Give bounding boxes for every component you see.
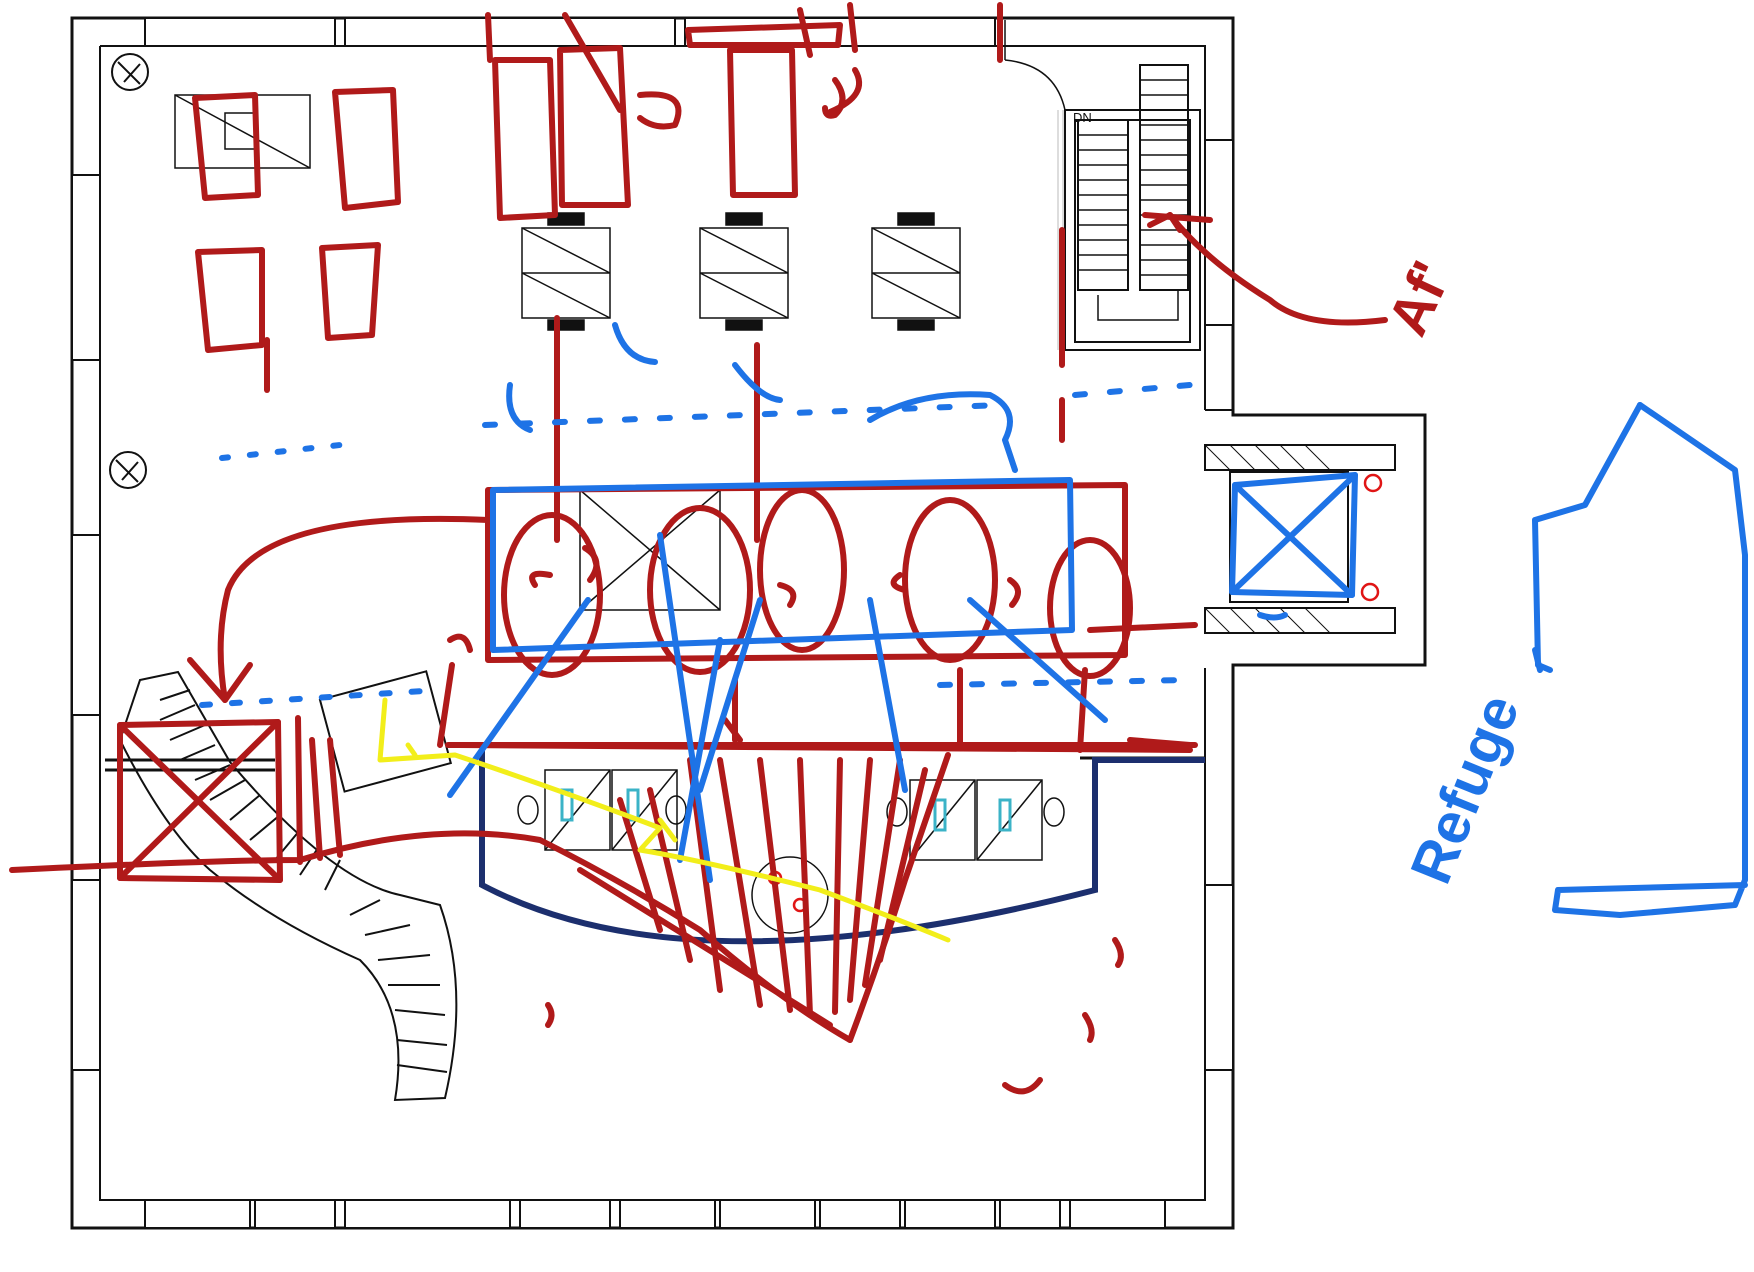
smoke-detector-icon	[111, 53, 149, 91]
workstation-desk-icon	[871, 212, 961, 331]
blue-markup	[199, 322, 1748, 918]
yellow-markup	[377, 697, 951, 943]
stair-handwritten-note: Af'	[1375, 252, 1463, 344]
glass-meeting-room	[479, 750, 1205, 945]
refuge-handwritten-label: Refuge	[1398, 686, 1532, 893]
lift-lobby	[1204, 444, 1396, 634]
fixtures-cyan	[560, 788, 1012, 832]
door-swing	[1004, 20, 1066, 111]
smoke-detector-icon	[109, 451, 147, 489]
stair-direction-label: DN	[1073, 110, 1092, 125]
straight-stair: DN	[1057, 64, 1201, 351]
workstation-desk-icon	[699, 212, 789, 331]
spiral-stair	[105, 670, 1205, 1102]
workstation-desk-icon	[521, 212, 611, 331]
workstation-desk-icon	[517, 769, 1065, 934]
